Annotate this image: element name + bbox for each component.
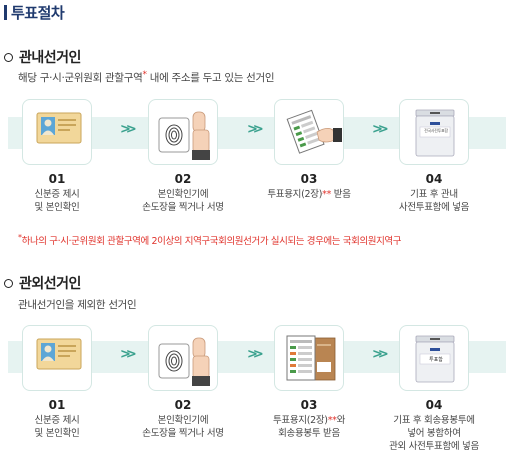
chevron-arrow-icon: >> (247, 122, 264, 137)
id-card-icon (36, 338, 82, 370)
step-number: 03 (300, 398, 318, 412)
ballot-box-icon (415, 109, 455, 157)
step-number: 01 (48, 172, 66, 186)
ballot-box-sticker: 투표함 (429, 357, 443, 363)
ballot-box-icon (415, 335, 455, 383)
circle-bullet-icon (4, 278, 13, 288)
fingerprint-scanner-icon (158, 111, 210, 160)
step-card-01 (22, 99, 92, 165)
section-description-in-district: 해당 구·시·군위원회 관할구역* 내에 주소를 두고 있는 선거인 (18, 70, 275, 84)
chevron-arrow-icon: >> (120, 347, 137, 362)
fingerprint-scanner-icon (158, 337, 210, 386)
chevron-arrow-icon: >> (372, 347, 389, 362)
step-number: 03 (300, 172, 318, 186)
step-number: 04 (425, 172, 443, 186)
page-title: 투표절차 (11, 3, 65, 22)
page-header: 투표절차 (4, 2, 65, 22)
step-card-03 (274, 325, 344, 391)
title-accent-bar (4, 4, 7, 20)
step-card-02 (148, 99, 218, 165)
chevron-arrow-icon: >> (120, 122, 137, 137)
step-card-01 (22, 325, 92, 391)
section-title-out-district: 관외선거인 (4, 273, 81, 293)
footnote: *하나의 구·시·군위원회 관할구역에 2이상의 지역구국회의원선거가 실시되는… (18, 233, 402, 247)
ballot-hand-icon (286, 109, 342, 154)
id-card-icon (36, 112, 82, 144)
step-card-03 (274, 99, 344, 165)
circle-bullet-icon (4, 52, 13, 62)
step-number: 02 (174, 172, 192, 186)
step-card-04: 전국사전투표함 (399, 99, 469, 165)
ballot-envelope-icon (286, 335, 336, 381)
step-card-04: 투표함 (399, 325, 469, 391)
step-number: 02 (174, 398, 192, 412)
step-label: 투표용지(2장)** 받음 (267, 189, 351, 200)
ballot-box-sticker: 전국사전투표함 (424, 128, 448, 133)
chevron-arrow-icon: >> (372, 122, 389, 137)
step-number: 04 (425, 398, 443, 412)
step-label: 투표용지(2장)**와 회송용봉투 받음 (272, 415, 346, 439)
chevron-arrow-icon: >> (247, 347, 264, 362)
section-title-in-district: 관내선거인 (4, 47, 81, 67)
step-number: 01 (48, 398, 66, 412)
section-description-out-district: 관내선거인을 제외한 선거인 (18, 299, 137, 311)
step-card-02 (148, 325, 218, 391)
